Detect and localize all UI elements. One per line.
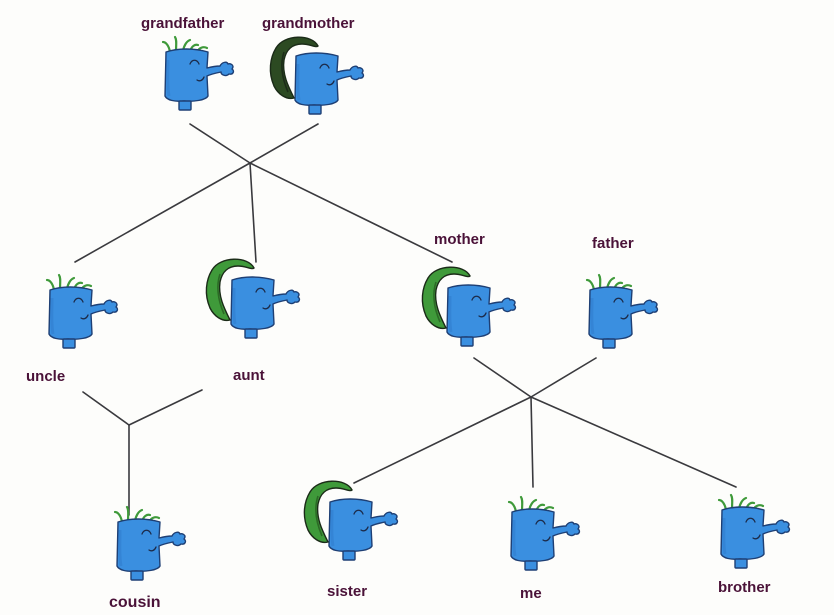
line-grandfather-join	[189, 123, 251, 164]
line-aunt-join	[128, 389, 203, 426]
line-mother-join	[473, 357, 532, 398]
line-to-me	[530, 396, 534, 488]
line-to-aunt	[249, 162, 257, 263]
sister-figure	[303, 480, 399, 562]
label-uncle: uncle	[26, 368, 65, 385]
label-mother: mother	[434, 231, 485, 248]
cousin-figure	[113, 505, 187, 582]
father-figure	[585, 273, 659, 350]
label-aunt: aunt	[233, 367, 265, 384]
line-to-sister	[353, 396, 532, 484]
grandfather-figure	[161, 35, 235, 112]
blue-cup-creature-icon	[719, 505, 791, 570]
line-grandmother-join	[249, 123, 319, 164]
label-me: me	[520, 585, 542, 602]
label-brother: brother	[718, 579, 771, 596]
aunt-figure	[205, 258, 301, 340]
line-to-mother	[249, 162, 453, 263]
blue-cup-creature-icon	[445, 283, 517, 348]
line-to-brother	[530, 396, 737, 488]
uncle-figure	[45, 273, 119, 350]
blue-cup-creature-icon	[115, 517, 187, 582]
label-cousin: cousin	[109, 594, 161, 611]
label-grandfather: grandfather	[141, 15, 225, 32]
blue-cup-creature-icon	[327, 497, 399, 562]
blue-cup-creature-icon	[163, 47, 235, 112]
blue-cup-creature-icon	[509, 507, 581, 572]
blue-cup-creature-icon	[587, 285, 659, 350]
line-to-uncle	[74, 162, 251, 263]
label-father: father	[592, 235, 634, 252]
line-uncle-join	[82, 391, 130, 426]
grandmother-figure	[269, 36, 365, 116]
blue-cup-creature-icon	[293, 51, 365, 116]
mother-figure	[421, 266, 517, 348]
blue-cup-creature-icon	[229, 275, 301, 340]
label-sister: sister	[327, 583, 367, 600]
line-father-join	[530, 357, 597, 398]
blue-cup-creature-icon	[47, 285, 119, 350]
label-grandmother: grandmother	[262, 15, 355, 32]
brother-figure	[717, 493, 791, 570]
me-figure	[507, 495, 581, 572]
connector-lines	[74, 123, 737, 516]
